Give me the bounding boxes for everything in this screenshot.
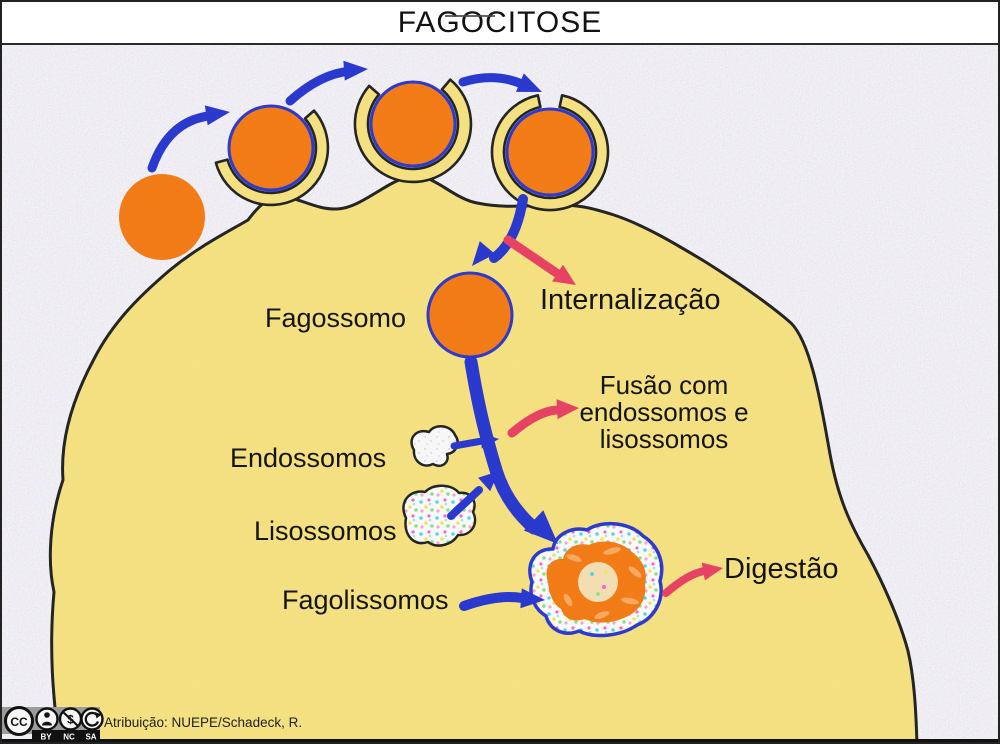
page-title: FAGOCITOSE (397, 5, 603, 39)
attribution-person-head (44, 712, 50, 718)
label-internalizacao: Internalização (540, 284, 721, 316)
label-digestao: Digestão (724, 553, 839, 585)
title-bar: FAGOCITOSE (2, 2, 998, 45)
title-artifact-line (445, 15, 495, 17)
cc-icon (4, 706, 34, 736)
cc-nc-label: NC (63, 733, 75, 742)
cc-badge-strip (32, 730, 100, 742)
label-fagolissomos: Fagolissomos (282, 585, 449, 615)
attribution-person-body (42, 721, 52, 726)
label-fusao-line3: lisossomos (599, 424, 729, 454)
share-alike-arrow-head (95, 712, 102, 719)
cc-license-badge: CC $ BY NC SA (2, 706, 104, 742)
cc-icon-text: CC (10, 715, 28, 729)
share-alike-arrow (84, 711, 100, 727)
label-fusao: Fusão com endossomos e lisossomos (558, 372, 770, 453)
label-fusao-line1: Fusão com (599, 370, 729, 400)
cc-sa-label: SA (85, 733, 96, 742)
label-lisossomos: Lisossomos (254, 516, 397, 546)
non-commercial-slash (62, 711, 79, 727)
attribution-person-icon (35, 707, 59, 731)
label-fagossomo: Fagossomo (265, 303, 407, 333)
label-fusao-line2: endossomos e (579, 397, 749, 427)
attribution-text: Atribuição: NUEPE/Schadeck, R. (104, 715, 303, 730)
footer-bar (2, 739, 998, 742)
label-endossomos: Endossomos (230, 443, 387, 473)
cc-by-label: BY (40, 733, 52, 742)
scan-grain (2, 45, 998, 739)
